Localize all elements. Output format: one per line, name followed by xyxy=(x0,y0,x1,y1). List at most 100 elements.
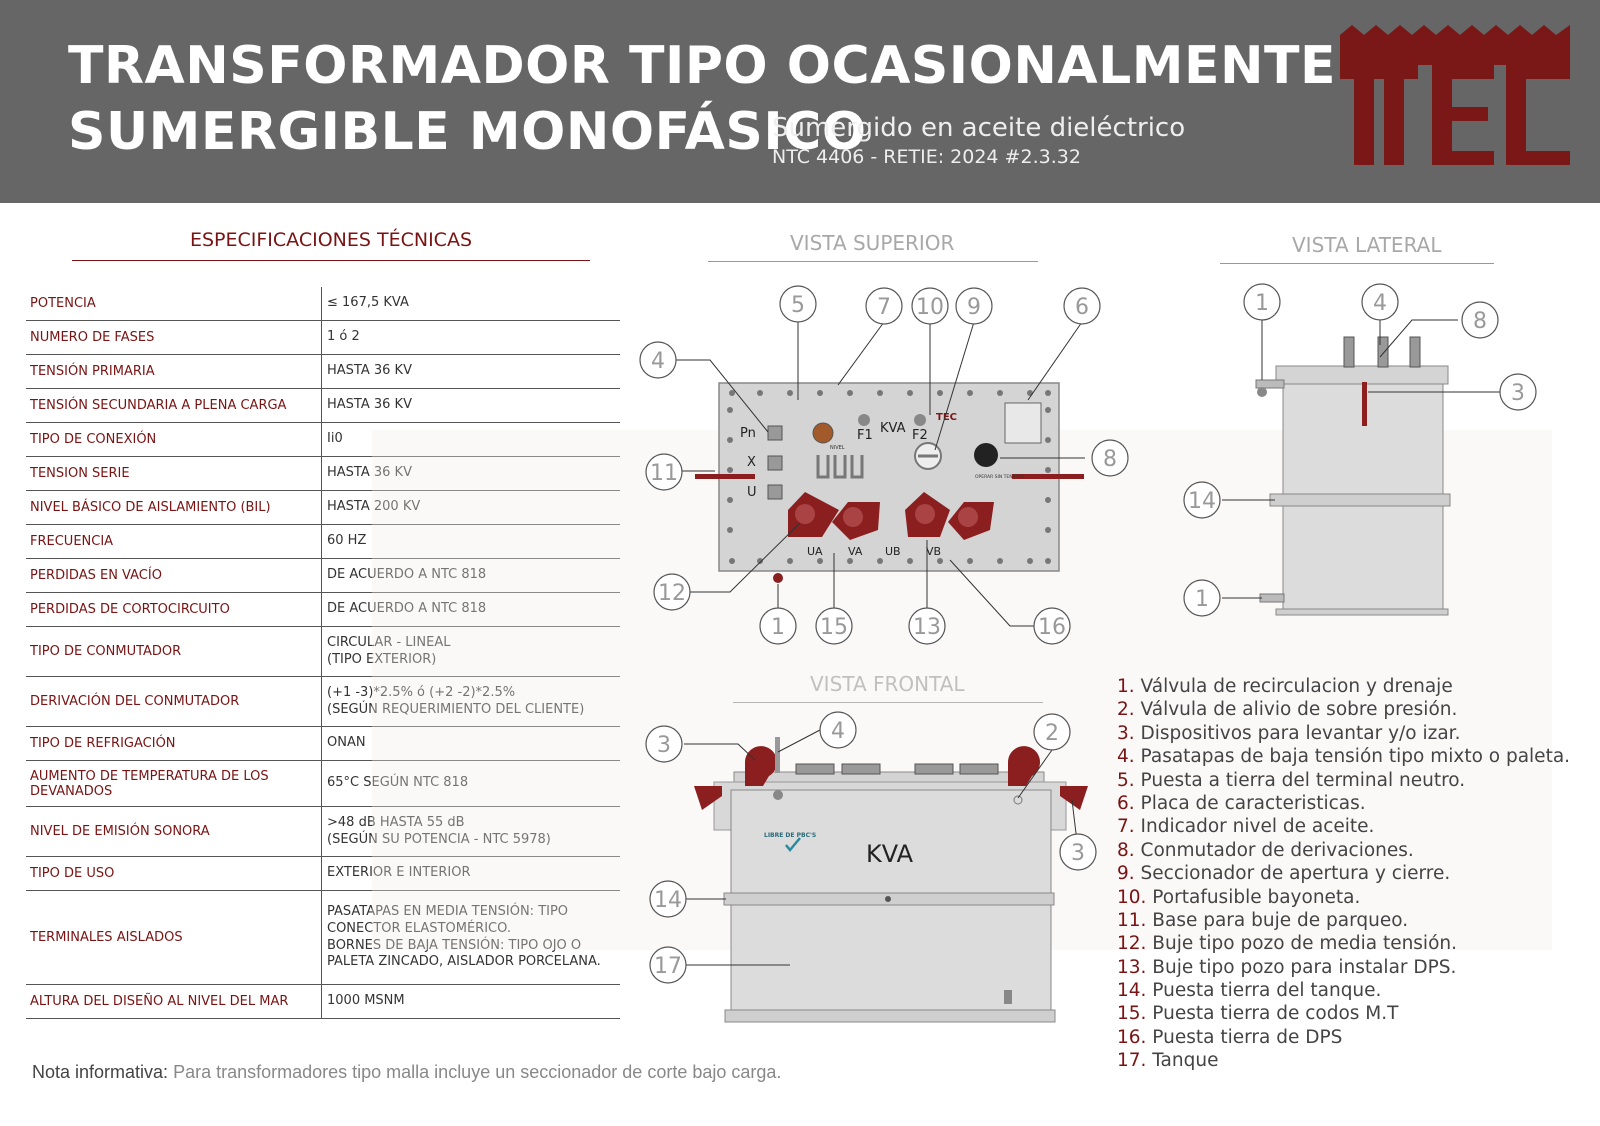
legend-text: Válvula de alivio de sobre presión. xyxy=(1134,699,1458,721)
callout-circle xyxy=(819,711,857,749)
callout-number: 12 xyxy=(658,581,686,606)
spec-row: NIVEL DE EMISIÓN SONORA>48 dB HASTA 55 d… xyxy=(26,807,620,857)
spec-key: POTENCIA xyxy=(26,287,322,320)
label-f2: F2 xyxy=(912,428,928,443)
spec-value: >48 dB HASTA 55 dB (SEGÚN SU POTENCIA - … xyxy=(327,814,551,847)
callout-number: 2 xyxy=(1045,721,1059,746)
informative-note: Nota informativa: Para transformadores t… xyxy=(32,1062,781,1083)
label-ub: UB xyxy=(885,545,901,558)
label-ua: UA xyxy=(807,545,823,558)
legend-text: Buje tipo pozo para instalar DPS. xyxy=(1146,956,1457,978)
spec-key: TIPO DE CONMUTADOR xyxy=(26,627,322,676)
legend-item: 17. Tanque xyxy=(1117,1050,1570,1073)
legend-number: 10. xyxy=(1117,886,1147,908)
side-view-underline xyxy=(1220,263,1494,264)
legend-number: 12. xyxy=(1117,933,1147,955)
legend-text: Conmutador de derivaciones. xyxy=(1134,839,1414,861)
spec-value: DE ACUERDO A NTC 818 xyxy=(327,601,487,617)
spec-value: ONAN xyxy=(327,735,366,751)
callout-circle xyxy=(911,287,949,325)
side-view-title: VISTA LATERAL xyxy=(1292,233,1442,257)
hv-wells xyxy=(788,492,994,540)
callout-number: 1 xyxy=(1255,291,1269,316)
legend-number: 7. xyxy=(1117,816,1135,838)
label-f1: F1 xyxy=(857,428,873,443)
legend-text: Puesta a tierra del terminal neutro. xyxy=(1134,769,1466,791)
top-view-title: VISTA SUPERIOR xyxy=(790,231,955,255)
spec-key: NIVEL BÁSICO DE AISLAMIENTO (BIL) xyxy=(26,491,322,524)
callout-circle xyxy=(1091,439,1129,477)
note-text: Para transformadores tipo malla incluye … xyxy=(168,1062,782,1082)
callout-number: 15 xyxy=(820,615,848,640)
spec-key: TENSIÓN SECUNDARIA A PLENA CARGA xyxy=(26,389,322,422)
callout-circle xyxy=(1361,283,1399,321)
spec-key: NUMERO DE FASES xyxy=(26,321,322,354)
spec-value: 65°C SEGÚN NTC 818 xyxy=(327,775,469,791)
callout-number: 4 xyxy=(651,349,665,374)
callout-number: 7 xyxy=(877,295,891,320)
legend-item: 16. Puesta tierra de DPS xyxy=(1117,1027,1570,1050)
callout-circle xyxy=(645,453,683,491)
spec-row: DERIVACIÓN DEL CONMUTADOR(+1 -3)*2.5% ó … xyxy=(26,677,620,727)
label-x: X xyxy=(747,455,756,470)
legend-number: 4. xyxy=(1117,746,1135,768)
legend-item: 13. Buje tipo pozo para instalar DPS. xyxy=(1117,957,1570,980)
spec-value: CIRCULAR - LINEAL (TIPO EXTERIOR) xyxy=(327,634,451,667)
callout-number: 16 xyxy=(1038,615,1066,640)
legend-text: Placa de caracteristicas. xyxy=(1134,792,1366,814)
spec-key: TIPO DE CONEXIÓN xyxy=(26,423,322,456)
callout-circle xyxy=(1183,481,1221,519)
spec-value: HASTA 200 KV xyxy=(327,499,421,515)
legend-item: 12. Buje tipo pozo de media tensión. xyxy=(1117,933,1570,956)
spec-value: HASTA 36 KV xyxy=(327,397,412,413)
top-view-drawing: Pn X U NIVEL F1 KVA F2 TEC OPERAR SIN TE… xyxy=(676,321,1085,627)
spec-row: NIVEL BÁSICO DE AISLAMIENTO (BIL) HASTA 2… xyxy=(26,491,620,525)
header-banner: TRANSFORMADOR TIPO OCASIONALMENTE SUMERG… xyxy=(0,0,1600,203)
small-tec-logo: TEC xyxy=(936,412,957,423)
front-kva-label: KVA xyxy=(866,840,914,868)
legend-text: Pasatapas de baja tensión tipo mixto o p… xyxy=(1134,746,1571,768)
legend-text: Seccionador de apertura y cierre. xyxy=(1134,863,1451,885)
legend-item: 9. Seccionador de apertura y cierre. xyxy=(1117,863,1570,886)
legend-item: 2. Válvula de alivio de sobre presión. xyxy=(1117,699,1570,722)
legend-item: 8. Conmutador de derivaciones. xyxy=(1117,840,1570,863)
label-nivel: NIVEL xyxy=(830,445,845,451)
legend-number: 9. xyxy=(1117,863,1135,885)
spec-key: DERIVACIÓN DEL CONMUTADOR xyxy=(26,677,322,726)
spec-key: ALTURA DEL DISEÑO AL NIVEL DEL MAR xyxy=(26,985,322,1018)
note-label: Nota informativa: xyxy=(32,1062,169,1082)
legend-number: 2. xyxy=(1117,699,1135,721)
side-view-drawing xyxy=(1222,319,1500,616)
label-va: VA xyxy=(848,545,863,558)
callout-number: 11 xyxy=(650,461,678,486)
callout-circle xyxy=(653,573,691,611)
callout-circle xyxy=(1059,833,1097,871)
spec-key: TIPO DE USO xyxy=(26,857,322,890)
legend-number: 13. xyxy=(1117,956,1147,978)
spec-value: Ii0 xyxy=(327,431,343,447)
callout-circle xyxy=(1063,287,1101,325)
specs-title-underline xyxy=(72,260,590,261)
callout-circle xyxy=(1033,607,1071,645)
callout-number: 3 xyxy=(657,733,671,758)
label-operar: OPERAR SIN TENSION xyxy=(975,474,1024,480)
spec-value: HASTA 36 KV xyxy=(327,363,412,379)
callout-circle xyxy=(1461,301,1499,339)
callout-circle xyxy=(759,607,797,645)
tec-logo xyxy=(1340,25,1570,165)
spec-value: 60 HZ xyxy=(327,533,367,549)
legend-item: 15. Puesta tierra de codos M.T xyxy=(1117,1003,1570,1026)
legend-item: 5. Puesta a tierra del terminal neutro. xyxy=(1117,770,1570,793)
legend-text: Indicador nivel de aceite. xyxy=(1134,816,1375,838)
label-pn: Pn xyxy=(740,426,756,441)
legend-number: 6. xyxy=(1117,792,1135,814)
callout-number: 1 xyxy=(771,615,785,640)
callout-number: 17 xyxy=(654,954,682,979)
callout-number: 14 xyxy=(1188,489,1216,514)
spec-row: TENSIÓN SECUNDARIA A PLENA CARGA HASTA 36… xyxy=(26,389,620,423)
title-line-2: SUMERGIBLE MONOFÁSICO xyxy=(68,102,867,162)
